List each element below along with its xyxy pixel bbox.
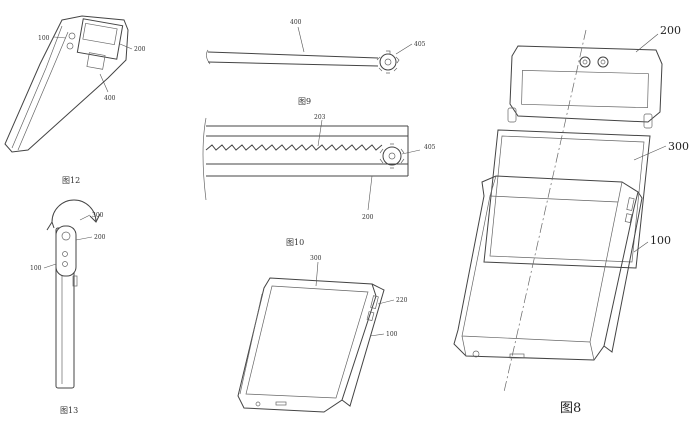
fig12-caption: 图12 xyxy=(62,176,80,185)
fig8-label-200: 200 xyxy=(660,24,681,37)
fig13-label-100: 100 xyxy=(30,265,42,272)
fig8-label-300: 300 xyxy=(668,140,689,153)
fig10-caption: 图10 xyxy=(286,238,304,247)
fig13-caption: 图13 xyxy=(60,406,78,415)
fig11-label-100: 100 xyxy=(386,331,398,338)
fig12-label-100: 100 xyxy=(38,35,50,42)
fig12-label-400: 400 xyxy=(104,95,116,102)
fig13-label-300: 300 xyxy=(92,212,104,219)
figure-11: 300 220 100 xyxy=(237,255,408,413)
fig9-label-405: 405 xyxy=(414,41,426,48)
figure-9: 400 405 图9 xyxy=(206,19,426,106)
figure-8: 200 300 100 图8 xyxy=(453,24,689,416)
fig11-label-220: 220 xyxy=(396,297,408,304)
fig13-label-200: 200 xyxy=(94,234,106,241)
fig11-label-300: 300 xyxy=(310,255,322,262)
fig8-label-100: 100 xyxy=(650,234,671,247)
fig12-label-200: 200 xyxy=(134,46,146,53)
fig10-label-405: 405 xyxy=(424,144,436,151)
fig8-caption: 图8 xyxy=(560,401,581,416)
figure-10: 203 405 200 图10 xyxy=(202,114,436,247)
fig10-label-203: 203 xyxy=(314,114,326,121)
figure-13: 300 200 100 图13 xyxy=(30,199,106,415)
fig10-label-200: 200 xyxy=(362,214,374,221)
fig9-label-400: 400 xyxy=(290,19,302,26)
fig9-caption: 图9 xyxy=(298,97,311,106)
figure-12: 100 200 400 图12 xyxy=(4,15,146,185)
